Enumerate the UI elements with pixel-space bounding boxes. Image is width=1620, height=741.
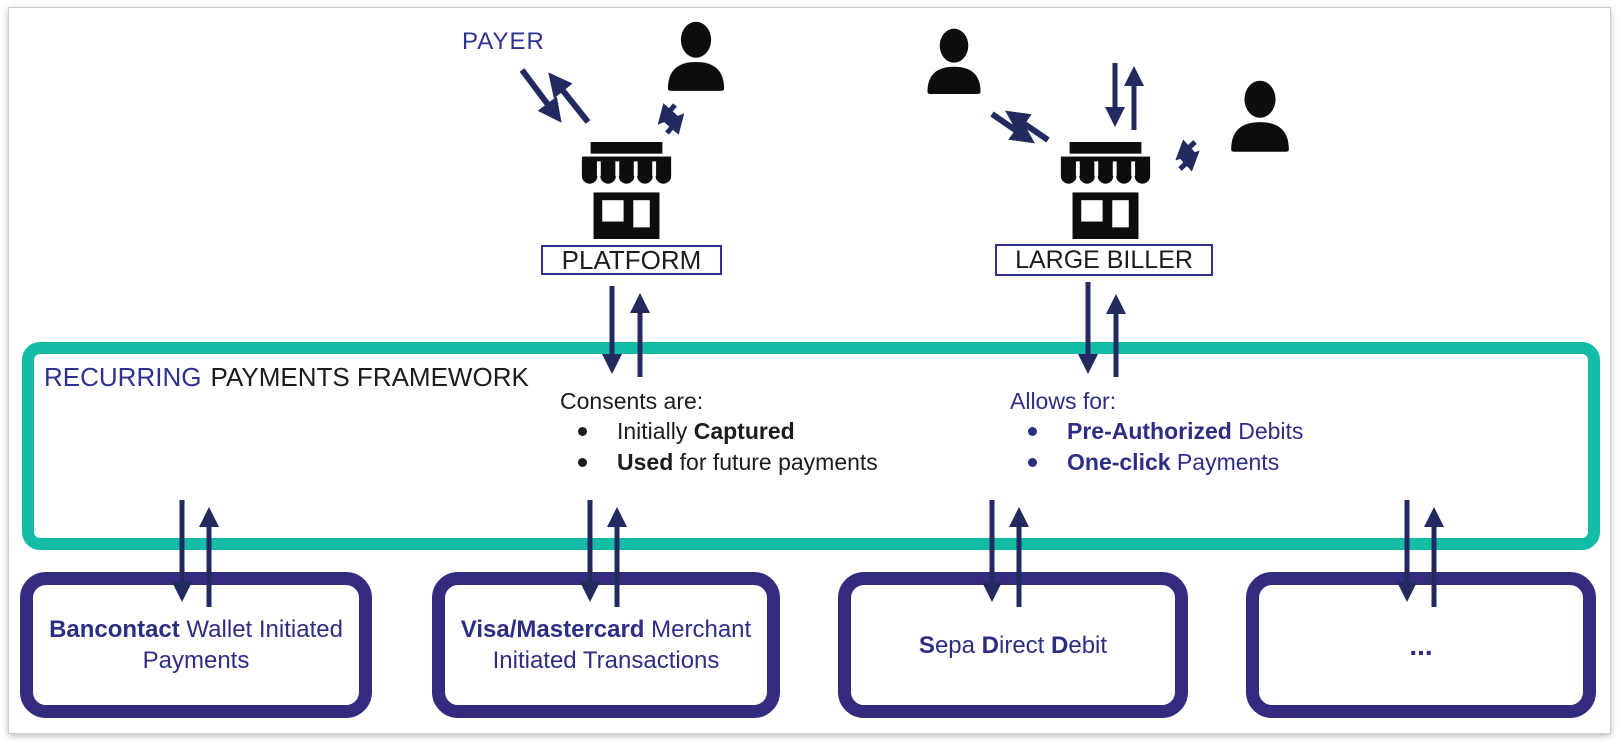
person-icon xyxy=(920,26,988,98)
platform-label: PLATFORM xyxy=(541,245,722,275)
storefront-icon xyxy=(1057,141,1154,240)
bullet-item: Initially Captured xyxy=(560,416,878,447)
framework-title-highlight: RECURRING xyxy=(44,362,202,392)
bullet-dot-icon xyxy=(578,427,587,436)
consents-block: Consents are: Initially Captured Used fo… xyxy=(560,386,878,478)
bullet-item: Used for future payments xyxy=(560,447,878,478)
method-label: Sepa Direct Debit xyxy=(918,631,1108,659)
storefront-icon xyxy=(578,141,675,240)
method-label: ... xyxy=(1409,629,1433,661)
allows-block: Allows for: Pre-Authorized Debits One-cl… xyxy=(1010,386,1303,478)
method-box-other: ... xyxy=(1246,572,1596,718)
large-biller-label: LARGE BILLER xyxy=(995,244,1213,276)
recurring-payments-framework-box xyxy=(22,342,1600,550)
method-box-sepa-direct-debit: Sepa Direct Debit xyxy=(838,572,1188,718)
person-icon xyxy=(1222,80,1298,154)
bullet-item: One-click Payments xyxy=(1010,447,1303,478)
framework-title: RECURRING PAYMENTS FRAMEWORK xyxy=(44,362,529,393)
person-icon xyxy=(660,20,732,94)
allows-heading: Allows for: xyxy=(1010,388,1117,414)
bullet-dot-icon xyxy=(1028,458,1037,467)
bullet-item: Pre-Authorized Debits xyxy=(1010,416,1303,447)
framework-title-rest: PAYMENTS FRAMEWORK xyxy=(210,362,529,392)
bullet-dot-icon xyxy=(1028,427,1037,436)
consents-heading: Consents are: xyxy=(560,388,704,414)
bullet-dot-icon xyxy=(578,458,587,467)
payer-label: PAYER xyxy=(462,28,545,55)
